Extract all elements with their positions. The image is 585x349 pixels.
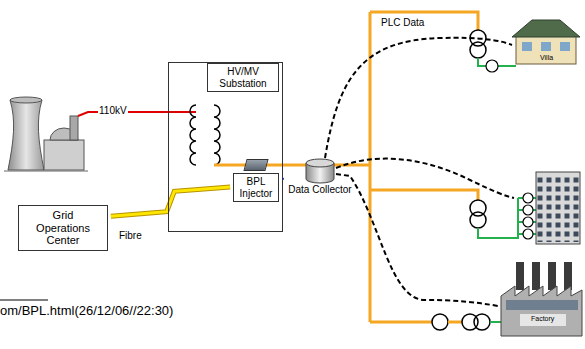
plant-stack [70,116,78,140]
villa-window [560,42,570,51]
villa-roof [512,20,580,37]
mv-branch [370,321,432,324]
villa-window [522,42,532,51]
footnote-rule [0,300,48,301]
transformer-symbol [470,42,486,58]
lv-line [478,198,536,238]
factory [501,262,582,336]
meter-symbol [523,205,533,215]
building-label: Villa [539,54,554,62]
villa-window [541,42,551,51]
cylinder-symbol [305,158,335,184]
building-body [536,172,580,244]
plc-data-path [336,159,514,198]
apartment-building [536,172,580,244]
meter-symbol [523,217,533,227]
node-text: HV/MV Substation [207,63,279,92]
factory-chimney [548,262,556,290]
factory-chimney [516,262,524,290]
transformer-symbol [470,212,486,228]
primary-coil [190,105,196,165]
mv-branch [370,190,478,200]
node-text: Data Collector [287,184,353,196]
fibre-link [111,187,230,216]
villa-supply [470,30,516,72]
mv-branch [370,12,478,30]
factory-sign [520,314,566,326]
villa [512,20,580,64]
meter-symbol [432,314,448,330]
villa-wall [516,36,576,64]
meter-symbol [486,60,498,72]
factory-supply [432,314,501,330]
mv-branch [448,321,462,324]
power-plant [4,97,88,171]
bolt-fill [111,187,230,216]
collector-node: Data Collector [287,158,353,196]
building-windows [536,176,580,242]
plc-data-path [325,38,512,158]
operations-box: Grid Operations Center [18,205,108,251]
injector-node: BPL Injector [233,159,279,202]
ground-line [4,171,88,172]
cylinder-top [306,159,334,167]
substation-box: HV/MV SubstationBPL Injector [168,62,283,232]
building-label: Factory [530,315,555,323]
transformer-symbol [474,314,490,330]
signal-label: PLC Data [380,17,425,29]
factory-chimney [532,262,540,290]
apartment-supply [470,193,536,239]
cooling-tower [8,100,44,170]
tower-rim [10,97,42,103]
edge-label: Fibre [119,230,142,242]
voltage-label: 110kV [98,105,128,117]
lv-line [490,321,501,323]
node-text: Grid Operations Center [31,209,95,247]
bolt-outline [111,187,230,216]
meter-symbol [523,229,533,239]
factory-body [501,286,582,336]
hv-line [78,112,196,116]
factory-windows [506,300,578,310]
plc-data-path [325,38,514,306]
meter-symbol [523,193,533,203]
secondary-coil [214,105,220,165]
plc-data-path [336,174,498,306]
injector-icon [243,159,268,171]
node-text: BPL Injector [233,173,279,202]
reactor-building [44,140,84,170]
footnote: om/BPL.html(26/12/06//22:30) [0,304,173,319]
